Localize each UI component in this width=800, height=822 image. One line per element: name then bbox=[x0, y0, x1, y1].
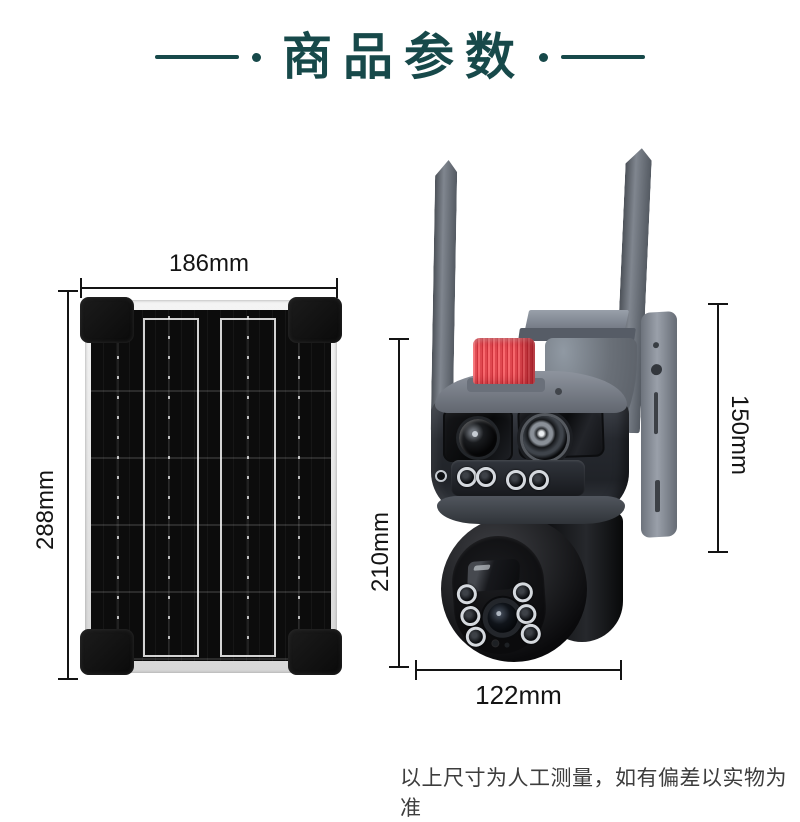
solar-busbar bbox=[117, 316, 119, 655]
mount-height-label: 150mm bbox=[726, 394, 753, 476]
ir-led bbox=[515, 603, 538, 625]
title-rule-left bbox=[155, 55, 239, 59]
panel-corner-bracket bbox=[288, 297, 342, 343]
solar-panel-cells bbox=[91, 310, 331, 661]
title-rule-right bbox=[561, 55, 645, 59]
head-lens-right bbox=[523, 416, 567, 460]
camera-height-label: 210mm bbox=[367, 511, 394, 593]
panel-width-label: 186mm bbox=[168, 250, 250, 277]
panel-corner-bracket bbox=[80, 629, 134, 675]
glass-glint bbox=[473, 564, 491, 571]
head-bottom-rim bbox=[437, 496, 625, 524]
solar-panel-photo bbox=[80, 297, 342, 675]
dimension-line-camera-height bbox=[389, 338, 409, 668]
solar-glass-outline-left bbox=[143, 318, 199, 657]
mount-slot bbox=[654, 392, 658, 435]
lens-glint bbox=[472, 431, 478, 437]
ir-led bbox=[506, 470, 526, 490]
mount-hole bbox=[651, 363, 662, 376]
panel-corner-bracket bbox=[288, 629, 342, 675]
ir-led bbox=[459, 605, 482, 627]
ir-led bbox=[529, 470, 549, 490]
dimension-line-panel-width bbox=[80, 278, 338, 298]
wide-angle-lens-window bbox=[467, 558, 521, 593]
solar-busbar bbox=[168, 316, 170, 655]
security-camera-photo bbox=[415, 140, 715, 685]
solar-busbar bbox=[247, 316, 249, 655]
panel-corner-bracket bbox=[80, 297, 134, 343]
sensor-dot bbox=[504, 642, 510, 648]
ir-led bbox=[512, 581, 534, 604]
measurement-disclaimer: 以上尺寸为人工测量，如有偏差以实物为准 bbox=[400, 767, 787, 820]
mic-hole bbox=[492, 640, 499, 647]
ir-led bbox=[465, 626, 487, 648]
red-siren-light bbox=[473, 338, 535, 384]
solar-glass-outline-right bbox=[220, 318, 276, 657]
mount-slot bbox=[655, 479, 660, 513]
ir-led bbox=[476, 467, 496, 487]
title-dot-right-icon bbox=[539, 52, 548, 62]
camera-width-label: 122mm bbox=[475, 680, 562, 710]
head-lens-left bbox=[459, 419, 497, 457]
screw-dot bbox=[555, 388, 562, 395]
wall-mount-plate bbox=[641, 311, 677, 538]
dimension-line-mount-height bbox=[708, 303, 728, 553]
page-title-row: 商品参数 bbox=[0, 24, 800, 90]
title-dot-left-icon bbox=[252, 52, 261, 62]
ir-led bbox=[457, 467, 477, 487]
panel-height-label: 288mm bbox=[32, 469, 59, 551]
lens-glint bbox=[496, 610, 502, 617]
page-title: 商品参数 bbox=[282, 29, 526, 85]
ir-led bbox=[435, 470, 447, 482]
dimension-line-camera-width bbox=[415, 660, 622, 680]
mount-hole bbox=[653, 342, 659, 349]
solar-busbar bbox=[298, 316, 300, 655]
dimension-line-panel-height bbox=[58, 290, 78, 680]
ir-led bbox=[456, 583, 478, 605]
mount-bracket-top bbox=[524, 310, 630, 330]
